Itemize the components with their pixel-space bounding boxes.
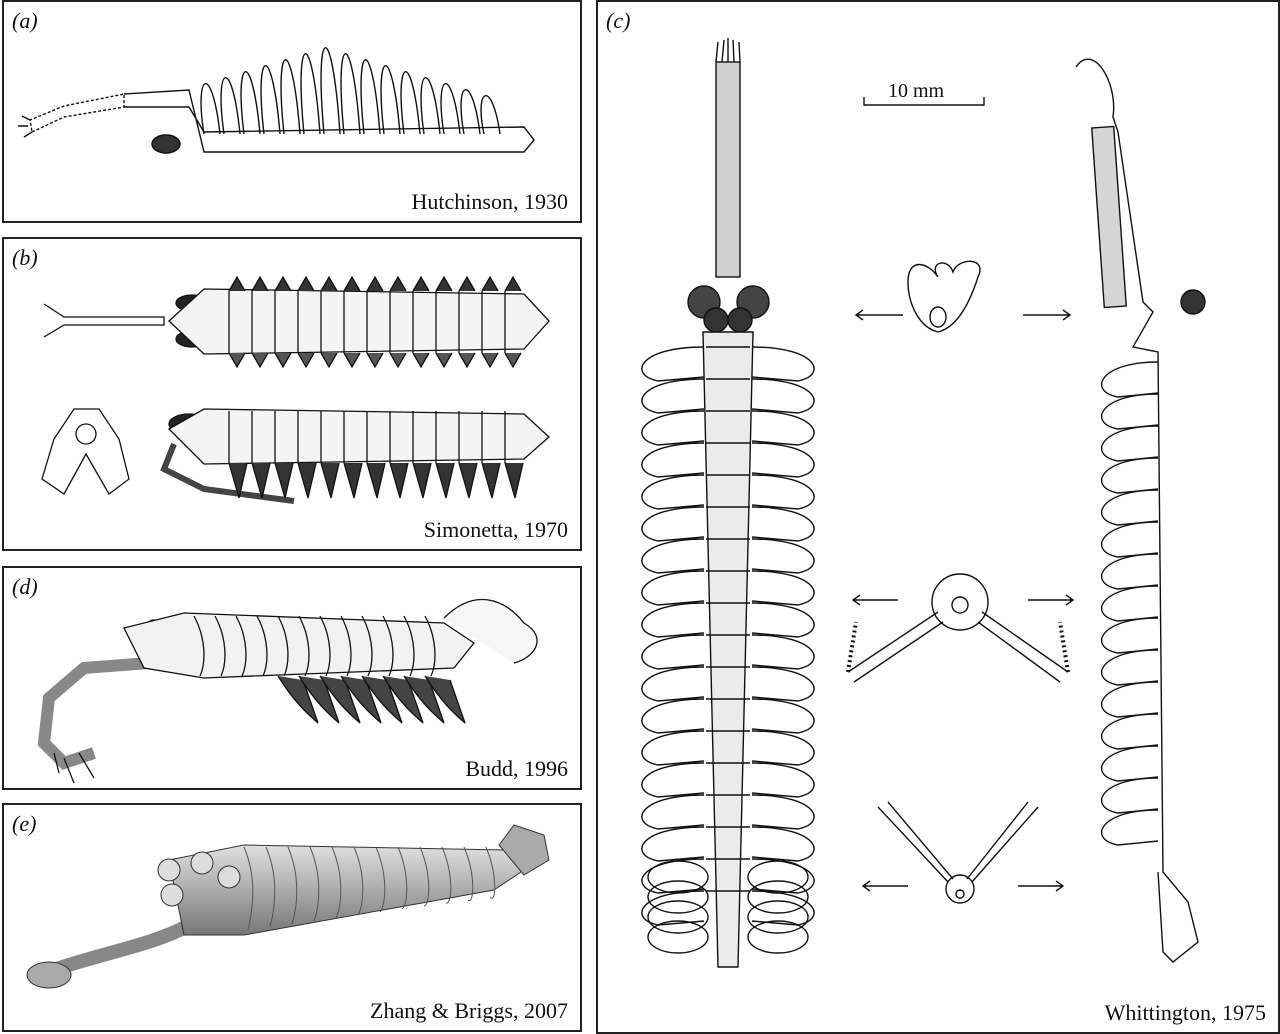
panel-b-credit: Simonetta, 1970 (423, 517, 568, 542)
panel-c: (c) 10 mm (596, 0, 1280, 1034)
panel-a-label: (a) (12, 8, 38, 33)
scale-bar-label: 10 mm (888, 80, 945, 102)
panel-b-drawing (41, 275, 550, 504)
panel-e: (e) Zhang & Briggs, 2007 (2, 803, 582, 1032)
panel-c-drawing (641, 38, 1206, 968)
panel-b-label: (b) (12, 245, 38, 270)
panel-d-label: (d) (12, 574, 38, 599)
panel-a-credit: Hutchinson, 1930 (411, 189, 568, 214)
panel-d: (d) Budd, 1996 (2, 566, 582, 790)
panel-e-label: (e) (12, 811, 37, 836)
panel-c-credit: Whittington, 1975 (1104, 1000, 1266, 1025)
panel-e-drawing (26, 824, 550, 989)
panel-a: (a) Hutchinson, 1930 (2, 0, 582, 223)
panel-d-drawing (37, 598, 538, 784)
panel-d-credit: Budd, 1996 (465, 756, 568, 781)
panel-c-label: (c) (606, 8, 631, 33)
panel-b: (b) Simonetta, 1970 (2, 237, 582, 551)
panel-a-drawing (18, 47, 535, 154)
panel-e-credit: Zhang & Briggs, 2007 (370, 998, 568, 1023)
